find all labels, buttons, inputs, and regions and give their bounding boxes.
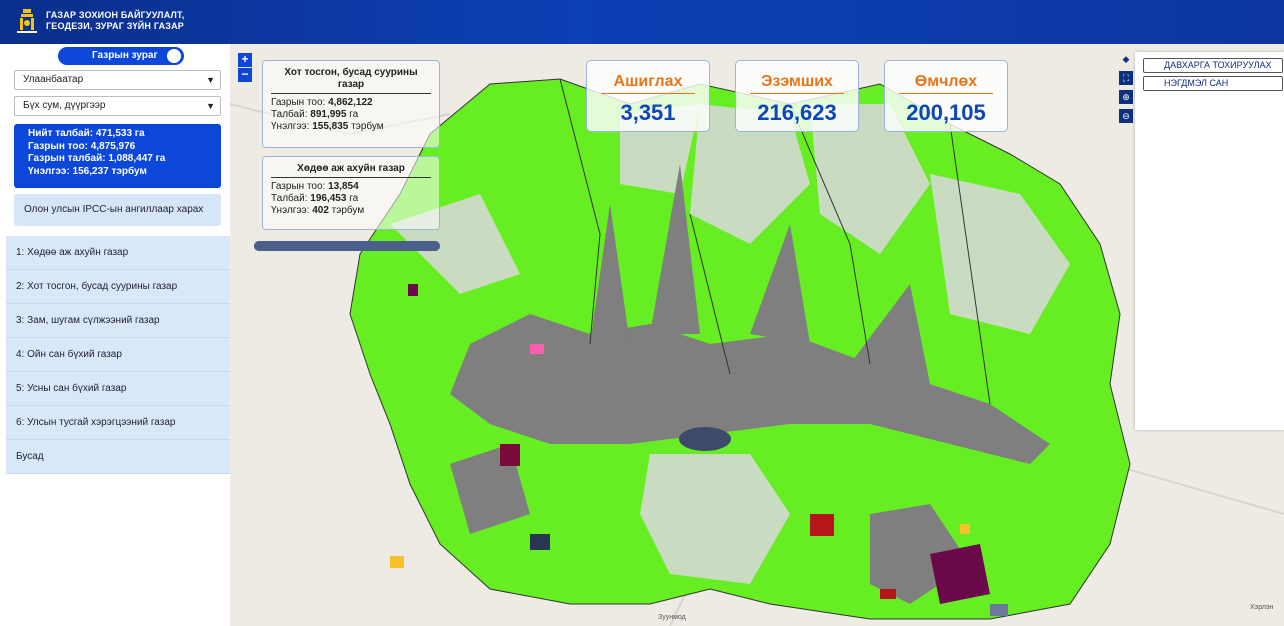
agriculture-land-card: Хөдөө аж ахуйн газар Газрын тоо: 13,854 … (262, 156, 440, 230)
layers-icon[interactable]: ◆ (1122, 54, 1130, 64)
agri-card-count: Газрын тоо: 13,854 (271, 181, 359, 192)
place-label-zuunmod: Зуунмод (658, 614, 686, 621)
map-toggle-switch[interactable]: Газрын зураг (58, 47, 184, 65)
unified-fund-button[interactable]: НЭГДМЭЛ САН (1143, 76, 1283, 91)
progress-fill (254, 241, 440, 251)
map-zoom-in-button[interactable]: + (238, 53, 252, 67)
kpi-own-value: 200,105 (906, 100, 986, 125)
summary-total-area: Нийт талбай: 471,533 га (28, 128, 145, 139)
soyombo-logo-icon (17, 9, 37, 33)
kpi-card-possess: Эзэмших 216,623 (735, 60, 859, 132)
map-progress-bar (254, 241, 440, 251)
urban-card-title: Хот тосгон, бусад суурины газар (271, 67, 431, 94)
kpi-own-label: Өмчлөх (899, 73, 993, 94)
chevron-down-icon: ▼ (206, 101, 215, 111)
organization-title: ГАЗАР ЗОХИОН БАЙГУУЛАЛТ, ГЕОДЕЗИ, ЗУРАГ … (46, 10, 185, 32)
category-item-other[interactable]: Бусад (6, 440, 230, 474)
kpi-possess-label: Эзэмших (750, 73, 844, 94)
land-category-list: 1: Хөдөө аж ахуйн газар 2: Хот тосгон, б… (6, 236, 230, 474)
city-select-value: Улаанбаатар (23, 74, 84, 85)
category-item-water[interactable]: 5: Усны сан бүхий газар (6, 372, 230, 406)
urban-card-count: Газрын тоо: 4,862,122 (271, 97, 373, 108)
category-item-roads[interactable]: 3: Зам, шугам сүлжээний газар (6, 304, 230, 338)
agri-card-value: Үнэлгээ: 402 тэрбум (271, 205, 365, 216)
summary-parcel-count: Газрын тоо: 4,875,976 (28, 140, 136, 152)
land-map[interactable]: + − Хот тосгон, бусад суурины газар Газр… (230, 44, 1284, 626)
agri-card-title: Хөдөө аж ахуйн газар (271, 163, 431, 178)
kpi-card-own: Өмчлөх 200,105 (884, 60, 1008, 132)
category-item-agriculture[interactable]: 1: Хөдөө аж ахуйн газар (6, 236, 230, 270)
urban-card-value: Үнэлгээ: 155,835 тэрбум (271, 121, 384, 132)
zoom-out-search-icon[interactable]: ⊖ (1119, 109, 1133, 123)
kpi-card-use: Ашиглах 3,351 (586, 60, 710, 132)
kpi-use-label: Ашиглах (601, 73, 695, 94)
zoom-in-search-icon[interactable]: ⊕ (1119, 90, 1133, 104)
district-select[interactable]: Бүх сум, дүүргээр ▼ (14, 96, 221, 116)
ipcc-classification-button[interactable]: Олон улсын IPCC-ын ангиллаар харах (14, 194, 221, 226)
district-select-value: Бүх сум, дүүргээр (23, 100, 106, 111)
place-label-kherlen: Хэрлэн (1250, 604, 1274, 611)
map-toggle-label: Газрын зураг (92, 50, 158, 61)
map-canvas[interactable] (230, 44, 1284, 626)
summary-panel: Нийт талбай: 471,533 га Газрын тоо: 4,87… (14, 124, 221, 188)
category-item-urban[interactable]: 2: Хот тосгон, бусад суурины газар (6, 270, 230, 304)
map-tool-column: ◆ ⛶ ⊕ ⊖ (1119, 52, 1133, 128)
agri-card-area: Талбай: 196,453 га (271, 193, 359, 204)
fullscreen-icon[interactable]: ⛶ (1119, 71, 1133, 85)
category-item-forest[interactable]: 4: Ойн сан бүхий газар (6, 338, 230, 372)
category-item-special[interactable]: 6: Улсын тусгай хэрэгцээний газар (6, 406, 230, 440)
summary-parcel-area: Газрын талбай: 1,088,447 га (28, 153, 166, 164)
layer-panel: ДАВХАРГА ТОХИРУУЛАХ НЭГДМЭЛ САН (1135, 52, 1284, 430)
layer-settings-button[interactable]: ДАВХАРГА ТОХИРУУЛАХ (1143, 58, 1283, 73)
kpi-possess-value: 216,623 (757, 100, 837, 125)
summary-value: Үнэлгээ: 156,237 тэрбум (28, 165, 147, 177)
org-title-line1: ГАЗАР ЗОХИОН БАЙГУУЛАЛТ, (46, 10, 185, 20)
urban-card-area: Талбай: 891,995 га (271, 109, 359, 120)
kpi-use-value: 3,351 (620, 100, 676, 125)
left-sidebar: Газрын зураг Улаанбаатар ▼ Бүх сум, дүүр… (0, 44, 230, 626)
city-select[interactable]: Улаанбаатар ▼ (14, 70, 221, 90)
urban-land-card: Хот тосгон, бусад суурины газар Газрын т… (262, 60, 440, 148)
map-zoom-out-button[interactable]: − (238, 68, 252, 82)
chevron-down-icon: ▼ (206, 75, 215, 85)
toggle-knob (167, 49, 181, 63)
org-title-line2: ГЕОДЕЗИ, ЗУРАГ ЗҮЙН ГАЗАР (46, 21, 185, 31)
top-header-bar: ГАЗАР ЗОХИОН БАЙГУУЛАЛТ, ГЕОДЕЗИ, ЗУРАГ … (0, 0, 1284, 44)
